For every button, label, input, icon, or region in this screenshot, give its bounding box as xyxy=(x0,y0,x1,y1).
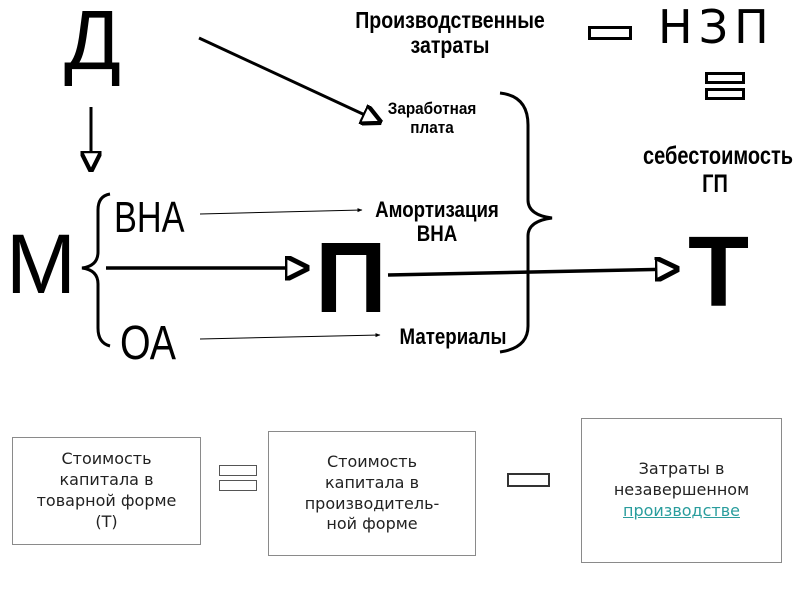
box-commodity-capital-line4: (Т) xyxy=(95,511,118,531)
letter-commodity: Т xyxy=(688,216,750,328)
minus-sign-icon-2 xyxy=(507,473,550,487)
letter-production: П xyxy=(315,222,387,334)
cost-item-wages-line1: Заработная xyxy=(387,99,477,118)
box-wip-costs: Затраты в незавершенном производстве xyxy=(581,418,782,563)
arrow-production-to-commodity xyxy=(387,269,677,275)
minus-sign-icon xyxy=(588,26,632,40)
box-productive-capital-line1: Стоимость xyxy=(326,451,418,471)
cost-item-wages-line2: плата xyxy=(410,117,454,137)
label-cost-of-goods: себестоимость ГП xyxy=(643,142,794,198)
arrow-fixed-to-depreciation xyxy=(199,208,363,215)
production-costs-title-line1: Производственные xyxy=(355,7,545,33)
box-productive-capital-line3: производитель- xyxy=(304,493,440,513)
letter-means: М xyxy=(6,217,76,311)
equals-sign-icon-1-bottom xyxy=(219,480,257,491)
box-productive-capital: Стоимость капитала в производитель- ной … xyxy=(268,431,476,556)
label-current-assets: ОА xyxy=(120,317,177,370)
label-cost-of-goods-line1: себестоимость xyxy=(643,142,794,170)
equals-sign-icon-1-top xyxy=(219,465,257,476)
box-wip-costs-line1: Затраты в xyxy=(638,459,725,479)
label-fixed-assets: ВНА xyxy=(114,193,185,242)
arrow-money-to-wages xyxy=(198,36,380,122)
box-productive-capital-line4: ной форме xyxy=(326,514,418,534)
cost-item-depreciation-line1: Амортизация xyxy=(375,197,499,222)
cost-item-depreciation-line2: ВНА xyxy=(416,221,458,247)
production-costs-title-line2: затраты xyxy=(410,32,490,59)
arrow-current-to-materials xyxy=(199,333,381,340)
box-commodity-capital-line3: товарной форме xyxy=(36,491,177,510)
label-cost-of-goods-line2: ГП xyxy=(702,169,728,198)
box-commodity-capital-line2: капитала в xyxy=(59,470,154,490)
box-productive-capital-line2: капитала в xyxy=(325,472,419,492)
left-brace xyxy=(81,192,111,348)
letter-money: Д xyxy=(64,0,121,87)
equals-sign-icon-bottom xyxy=(705,88,745,100)
label-wip: НЗП xyxy=(658,0,775,54)
cost-item-materials: Материалы xyxy=(399,324,507,349)
box-commodity-capital-line1: Стоимость xyxy=(61,449,152,469)
cost-item-wages: Заработная плата xyxy=(369,99,495,137)
box-commodity-capital: Стоимость капитала в товарной форме (Т) xyxy=(12,437,201,545)
equals-sign-icon-top xyxy=(705,72,745,84)
right-brace xyxy=(499,91,553,354)
link-production[interactable]: производстве xyxy=(623,500,740,520)
cost-item-depreciation: Амортизация ВНА xyxy=(373,197,501,247)
production-costs-title: Производственные затраты xyxy=(344,7,557,59)
box-wip-costs-line2: незавершенном xyxy=(613,480,750,500)
